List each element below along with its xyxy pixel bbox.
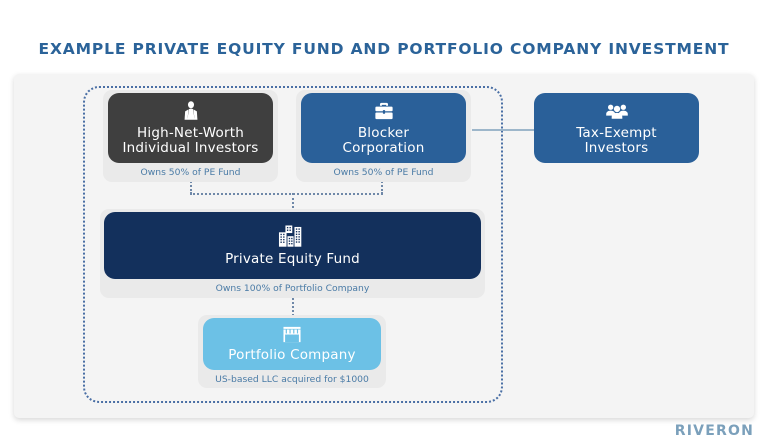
- logo-text-part1: RIV: [674, 423, 706, 439]
- riveron-logo: RIVERON: [675, 423, 754, 439]
- connector-pe-fund-to-portfolio: [292, 294, 294, 316]
- node-tax-exempt-investors[interactable]: Tax-Exempt Investors: [534, 93, 699, 163]
- logo-e-glyph: E: [705, 423, 716, 439]
- node-label: High-Net-Worth Individual Investors: [122, 124, 259, 156]
- page-title: EXAMPLE PRIVATE EQUITY FUND AND PORTFOLI…: [38, 40, 730, 58]
- connector-horizontal-bridge: [190, 193, 383, 195]
- node-private-equity-fund[interactable]: Private Equity Fund: [104, 212, 481, 279]
- people-group-icon: [605, 100, 629, 122]
- businessperson-icon: [180, 100, 202, 122]
- connector-blocker-down: [381, 178, 383, 194]
- node-label: Private Equity Fund: [225, 250, 360, 267]
- caption-private-equity-fund: Owns 100% of Portfolio Company: [215, 283, 370, 294]
- connector-hnw-down: [190, 178, 192, 194]
- caption-portfolio-company: US-based LLC acquired for $1000: [215, 374, 369, 385]
- node-label: Blocker Corporation: [342, 124, 425, 156]
- us-structure-group-boundary: [83, 86, 503, 403]
- node-label: Tax-Exempt Investors: [576, 124, 657, 156]
- caption-blocker-corporation: Owns 50% of PE Fund: [333, 167, 434, 178]
- briefcase-icon: [373, 100, 395, 122]
- logo-text-part3: RON: [716, 423, 754, 439]
- node-portfolio-company[interactable]: Portfolio Company: [203, 318, 381, 370]
- node-high-net-worth-individual-investors[interactable]: High-Net-Worth Individual Investors: [108, 93, 273, 163]
- node-blocker-corporation[interactable]: Blocker Corporation: [301, 93, 466, 163]
- connector-to-pe-fund: [292, 193, 294, 212]
- node-label: Portfolio Company: [228, 347, 356, 364]
- caption-high-net-worth: Owns 50% of PE Fund: [140, 167, 241, 178]
- connector-blocker-to-tax-exempt: [472, 129, 534, 131]
- storefront-icon: [281, 324, 303, 344]
- buildings-icon: [278, 224, 308, 248]
